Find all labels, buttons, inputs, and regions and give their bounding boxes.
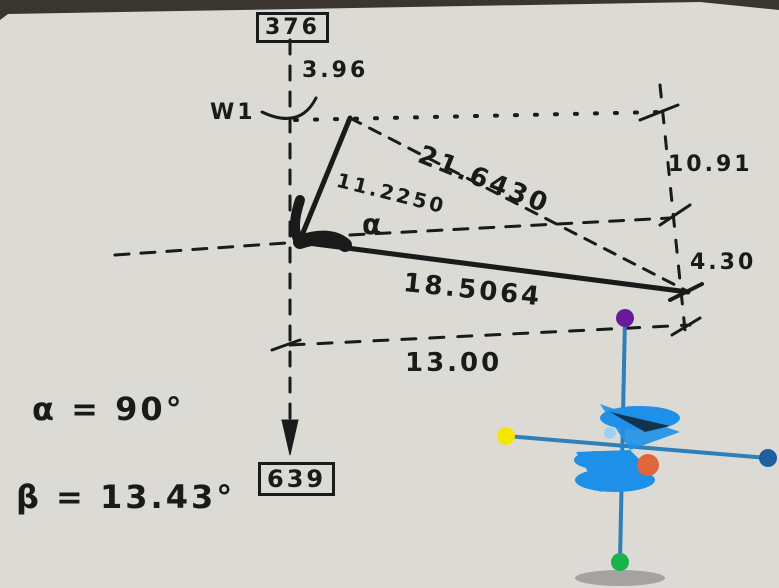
yellow-sphere (497, 427, 515, 445)
lower-cone-top (574, 451, 622, 469)
upper-cone-interior (610, 412, 670, 432)
side-length-label: 10.91 (668, 152, 753, 177)
ar-3d-model (497, 309, 777, 586)
bottom-dashed-line (288, 323, 692, 347)
blue-sphere (759, 449, 777, 467)
top-box-label: 376 (256, 12, 329, 43)
bottom-box-label: 639 (258, 462, 336, 496)
model-shadow (575, 570, 665, 586)
beta-equation: β = 13.43° (16, 478, 236, 516)
alpha-equation: α = 90° (32, 390, 185, 428)
w1-label: W1 (210, 100, 256, 125)
diagonal-dashed-line (348, 116, 687, 292)
top-dotted-line (293, 110, 662, 122)
model-vertical-axis (618, 317, 627, 563)
long-segment (297, 239, 691, 295)
bottom-length-label: 13.00 (405, 348, 503, 378)
right-small-label: 4.30 (690, 250, 757, 275)
angle-top-label: 3.96 (302, 58, 369, 83)
arm-segment (297, 115, 353, 243)
light-blue-sphere (604, 427, 616, 439)
horizontal-axis (113, 240, 302, 257)
purple-sphere (616, 309, 634, 327)
green-sphere (611, 553, 629, 571)
orange-sphere (637, 454, 659, 476)
alpha-label: α (362, 208, 385, 241)
